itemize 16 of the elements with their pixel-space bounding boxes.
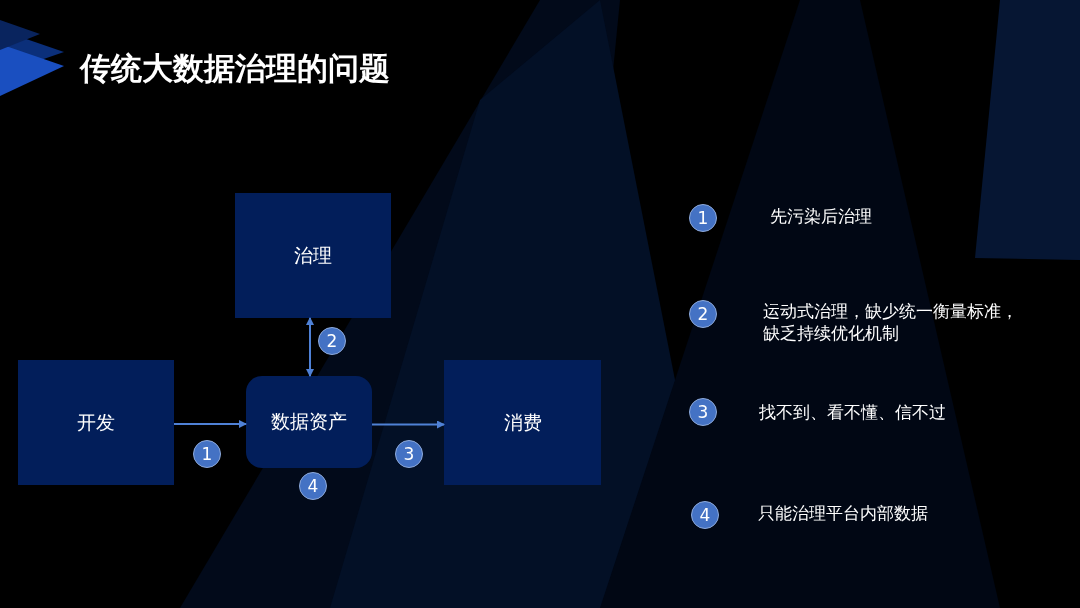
number-badge: 1 xyxy=(689,204,717,232)
process-box: 治理 xyxy=(235,193,391,318)
item-text: 找不到、看不懂、信不过 xyxy=(759,401,947,423)
number-badge: 2 xyxy=(318,327,346,355)
item-text: 运动式治理，缺少统一衡量标准，缺乏持续优化机制 xyxy=(763,300,1019,344)
process-box: 开发 xyxy=(18,360,174,485)
process-box: 数据资产 xyxy=(246,376,372,468)
item-text: 先污染后治理 xyxy=(770,205,873,227)
arrow xyxy=(371,420,445,429)
number-badge: 1 xyxy=(193,440,221,468)
process-box: 消费 xyxy=(444,360,601,485)
arrow xyxy=(306,317,314,377)
number-badge: 2 xyxy=(689,300,717,328)
arrow xyxy=(173,420,247,428)
item-text: 只能治理平台内部数据 xyxy=(758,502,929,524)
slide-title: 传统大数据治理的问题 xyxy=(80,49,390,88)
